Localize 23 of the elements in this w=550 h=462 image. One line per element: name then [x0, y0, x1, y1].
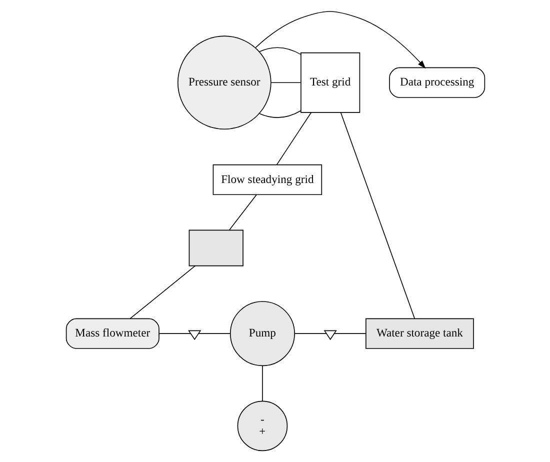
node-box: Water storage tank: [365, 318, 474, 349]
connector: [294, 333, 326, 334]
connector: [198, 333, 230, 334]
node-circle: Pump: [229, 301, 294, 366]
connector: [129, 265, 196, 319]
node-circle: Pressure sensor: [176, 36, 271, 130]
node-valve: [323, 330, 336, 340]
connector: [270, 82, 301, 84]
node-box: Data processing: [388, 67, 485, 98]
node-box: Mass flowmeter: [65, 318, 159, 349]
connector: [228, 194, 256, 230]
connector: [340, 112, 415, 320]
arrow: [254, 11, 426, 69]
connector: [276, 112, 312, 166]
node-box: Test grid: [300, 52, 360, 113]
connector: [334, 333, 366, 334]
connector: [258, 47, 301, 55]
node-box: Flow steadying grid: [212, 164, 322, 196]
node-circle: - +: [236, 400, 288, 452]
connector: [158, 333, 191, 334]
node-valve: [188, 330, 201, 340]
connector: [258, 110, 301, 118]
node-box: [188, 230, 243, 266]
